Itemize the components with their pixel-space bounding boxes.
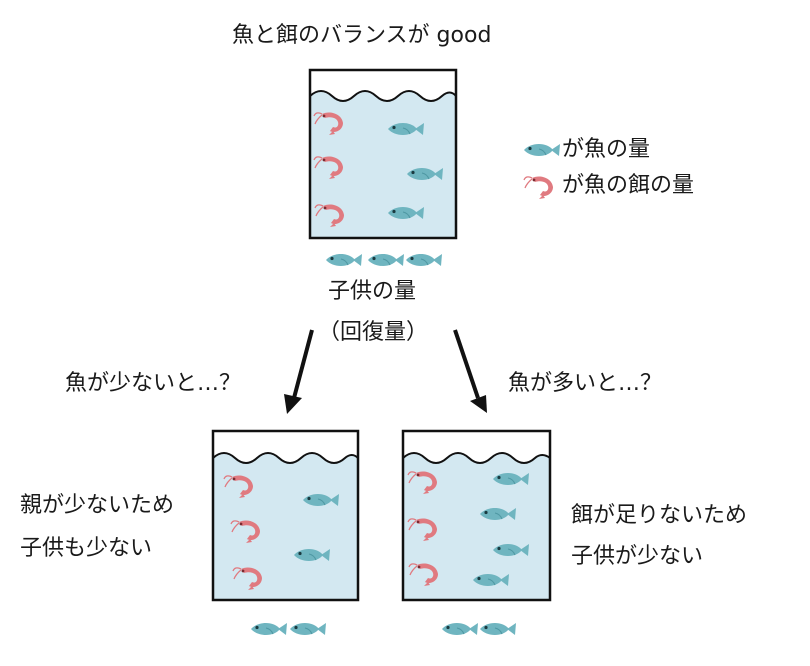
legend-fish-label: が魚の量 <box>562 137 651 162</box>
legend-shrimp-icon <box>523 175 554 200</box>
top-children-fish <box>325 253 443 267</box>
right-children-fish <box>441 622 517 636</box>
fish-icon <box>250 622 288 636</box>
right-explanation-line2: 子供が少ない <box>571 544 704 569</box>
title: 魚と餌のバランスが good <box>232 23 492 48</box>
left-arrow <box>284 329 314 414</box>
children-amount-label: 子供の量 <box>328 279 417 304</box>
right-arrow <box>453 329 487 413</box>
right-tank <box>401 429 552 602</box>
fish-icon <box>479 622 517 636</box>
left-tank <box>211 429 360 602</box>
legend-fish-icon <box>523 143 561 157</box>
fish-icon <box>367 253 405 267</box>
left-question: 魚が少ないと…？ <box>65 371 242 396</box>
legend-shrimp-label: が魚の餌の量 <box>562 173 695 198</box>
fish-icon <box>441 622 479 636</box>
fish-icon <box>405 253 443 267</box>
left-explanation-line1: 親が少ないため <box>20 493 175 518</box>
right-question: 魚が多いと…？ <box>508 371 663 396</box>
right-explanation-line1: 餌が足りないため <box>571 503 748 528</box>
recovery-amount-label: （回復量） <box>318 320 429 345</box>
fish-icon <box>325 253 363 267</box>
top-tank <box>308 68 458 240</box>
left-children-fish <box>250 622 327 636</box>
fish-icon <box>289 622 327 636</box>
left-explanation-line2: 子供も少ない <box>20 536 153 561</box>
